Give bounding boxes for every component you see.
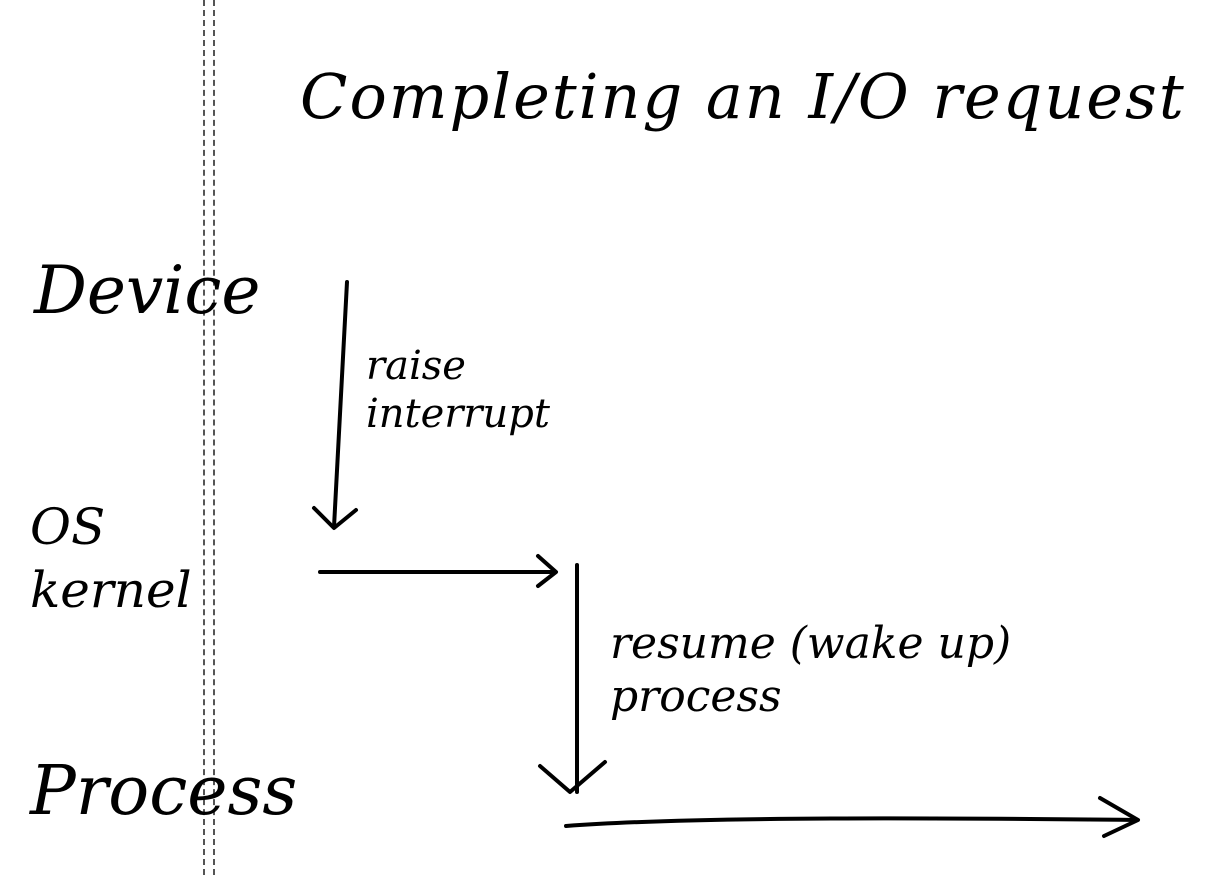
lane-label-process: Process	[30, 752, 298, 831]
diagram-title: Completing an I/O request	[300, 60, 1186, 133]
resume-annotation: resume (wake up) process	[610, 618, 1012, 722]
divider-line-right	[213, 0, 215, 875]
interrupt-arrow-shaft	[332, 280, 349, 529]
interrupt-annotation: raise interrupt	[366, 343, 550, 437]
divider-line-left	[203, 0, 205, 875]
process-arrow-shaft	[564, 816, 1138, 828]
resume-arrow-head	[538, 760, 607, 794]
lane-label-kernel: OS kernel	[30, 498, 192, 619]
interrupt-arrow-head	[312, 506, 358, 530]
margin-divider	[203, 0, 217, 875]
lane-label-device: Device	[34, 252, 261, 329]
kernel-arrow-head	[536, 554, 558, 588]
process-arrow-head	[1098, 796, 1140, 838]
